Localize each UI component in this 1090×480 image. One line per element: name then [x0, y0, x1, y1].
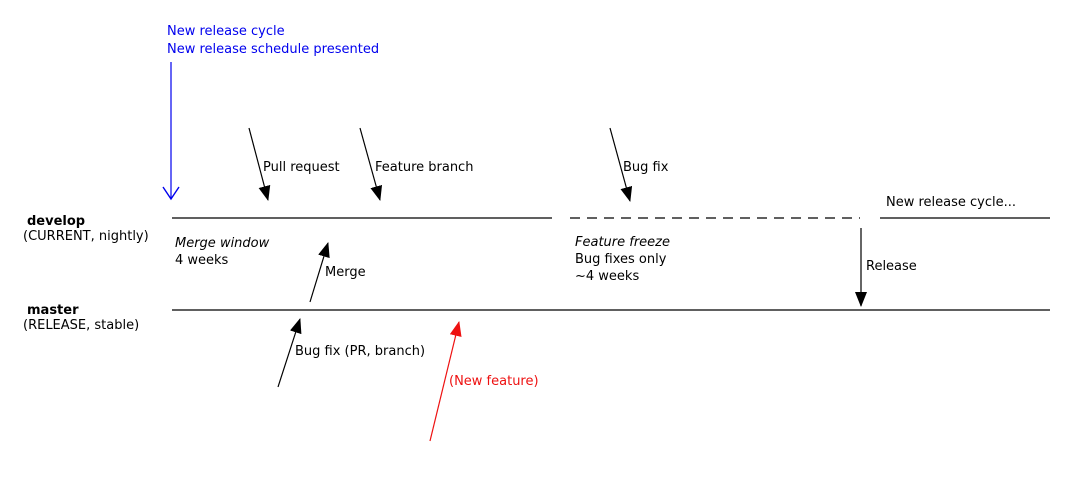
pull-request-label: Pull request	[263, 160, 340, 175]
bug-fix-develop-label: Bug fix	[623, 160, 669, 175]
pull-request-arrow	[248, 127, 271, 201]
merge-window-duration: 4 weeks	[175, 253, 229, 268]
feature-freeze-line3: ~4 weeks	[575, 269, 640, 284]
develop-branch-name: develop	[27, 214, 86, 229]
bug-fix-master-arrow	[277, 318, 302, 388]
new-release-schedule-arrowhead-icon	[162, 186, 180, 201]
merge-label: Merge	[325, 265, 366, 280]
merge-arrow	[309, 242, 330, 303]
master-branch-subtitle: (RELEASE, stable)	[23, 318, 140, 333]
schedule-note-line1: New release cycle	[167, 24, 285, 39]
bug-fix-master-label: Bug fix (PR, branch)	[295, 344, 426, 359]
feature-freeze-line2: Bug fixes only	[575, 252, 667, 267]
develop-branch-subtitle: (CURRENT, nightly)	[23, 229, 149, 244]
master-branch-name: master	[27, 303, 79, 318]
new-feature-arrow	[429, 321, 462, 442]
feature-branch-label: Feature branch	[375, 160, 474, 175]
next-release-cycle-label: New release cycle...	[886, 195, 1017, 210]
schedule-note-line2: New release schedule presented	[167, 42, 380, 57]
merge-window-title: Merge window	[175, 236, 270, 251]
bug-fix-develop-arrow	[609, 127, 633, 202]
new-feature-label: (New feature)	[449, 374, 539, 389]
feature-freeze-title: Feature freeze	[575, 235, 670, 250]
release-label: Release	[866, 259, 917, 274]
feature-branch-arrow	[359, 127, 383, 201]
